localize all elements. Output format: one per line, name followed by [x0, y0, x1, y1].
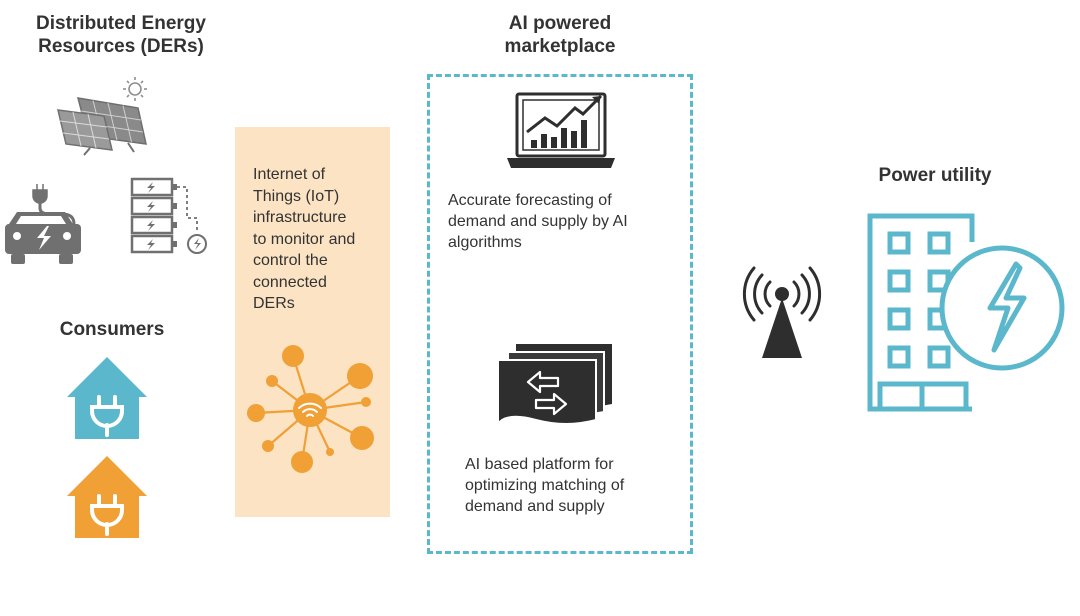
ders-title-line1: Distributed Energy: [36, 13, 206, 34]
house-plug-icon: [67, 357, 147, 439]
marketplace-title-line1: AI powered: [508, 13, 612, 34]
ders-title-line2: Resources (DERs): [38, 36, 204, 57]
ders-title: Distributed Energy Resources (DERs): [16, 12, 226, 58]
iot-line: Internet of: [253, 166, 326, 183]
forecast-line: algorithms: [448, 234, 522, 251]
iot-line: connected: [253, 273, 327, 291]
iot-network-icon: [247, 345, 374, 473]
utility-title: Power utility: [878, 165, 992, 186]
forecast-line: Accurate forecasting of: [448, 192, 612, 209]
sun-icon: [123, 77, 147, 101]
platform-line: demand and supply: [465, 498, 605, 515]
forecast-description: Accurate forecasting of demand and suppl…: [448, 190, 688, 253]
iot-line: DERs: [253, 295, 295, 312]
laptop-chart-icon: [507, 92, 615, 168]
forecast-line: demand and supply by AI: [448, 213, 628, 230]
ai-marketplace-box: [427, 74, 693, 554]
platform-line: optimizing matching of: [465, 477, 625, 494]
electric-car-icon: [5, 184, 81, 264]
building-icon: [867, 213, 1065, 412]
wifi-icon: [298, 402, 322, 417]
battery-storage-icon: [130, 177, 207, 254]
consumers-title: Consumers: [59, 319, 165, 340]
platform-line: AI based platform for: [465, 456, 614, 473]
iot-line: infrastructure: [253, 209, 347, 226]
iot-description: Internet of Things (IoT) infrastructure …: [253, 164, 388, 315]
lightning-icon: [987, 261, 1027, 353]
platform-description: AI based platform for optimizing matchin…: [465, 454, 685, 517]
house-plug-icon: [67, 456, 147, 538]
iot-panel: [235, 127, 390, 517]
antenna-icon: [742, 266, 822, 358]
exchange-platform-icon: [497, 344, 612, 428]
iot-line: control the: [253, 252, 328, 269]
marketplace-title: AI powered marketplace: [440, 12, 680, 58]
iot-line: to monitor and: [253, 230, 356, 248]
iot-line: Things (IoT): [253, 187, 340, 205]
solar-panel-icon: [57, 77, 147, 156]
marketplace-title-line2: marketplace: [504, 36, 616, 57]
